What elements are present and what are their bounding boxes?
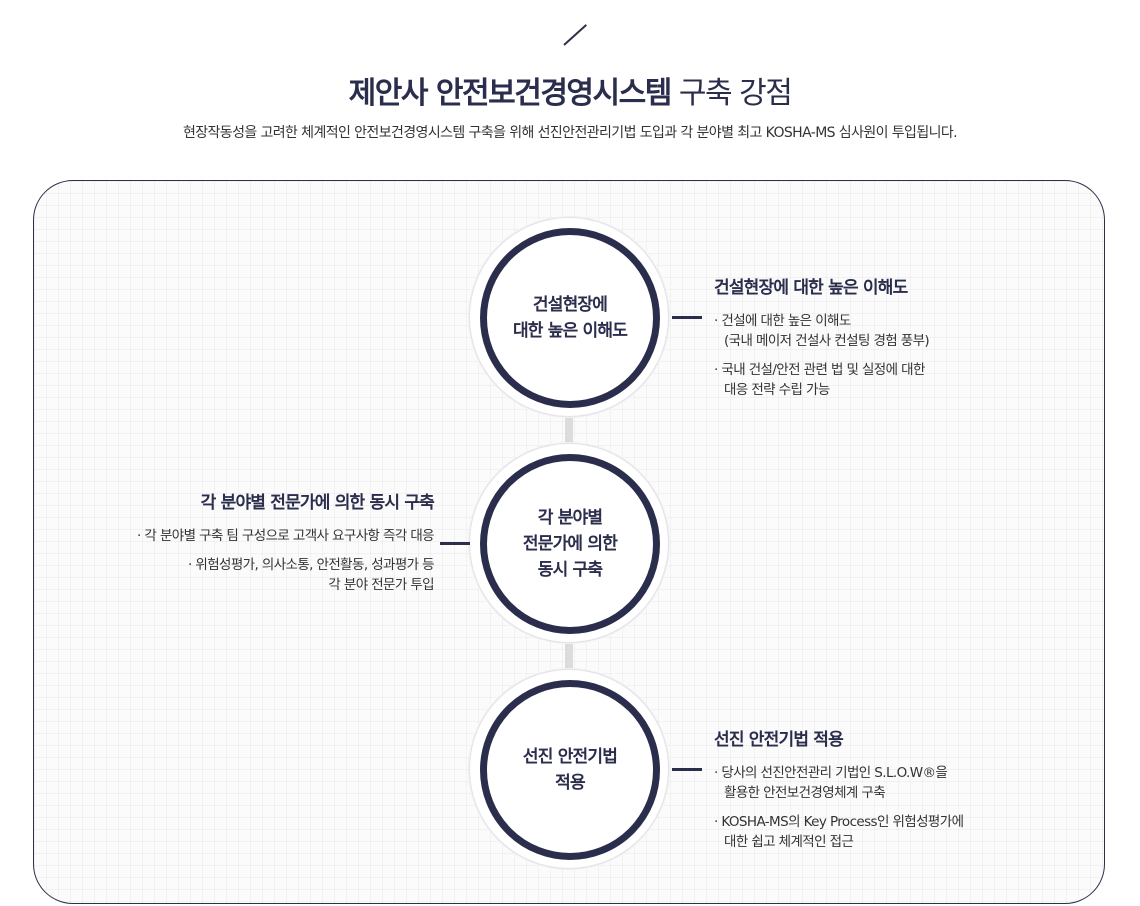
- node-site-understanding: 건설현장에 대한 높은 이해도: [469, 217, 669, 417]
- connector-left-2: [440, 542, 470, 545]
- detail-item: · 각 분야별 구축 팀 구성으로 고객사 요구사항 즉각 대응: [137, 528, 435, 544]
- detail-item: · 국내 건설/안전 관련 법 및 실정에 대한 대응 전략 수립 가능: [714, 362, 925, 398]
- node-advanced-safety: 선진 안전기법 적용: [469, 669, 669, 869]
- detail-block-expert-build: 각 분야별 전문가에 의한 동시 구축 · 각 분야별 구축 팀 구성으로 고객…: [70, 492, 435, 604]
- detail-block-site-understanding: 건설현장에 대한 높은 이해도 · 건설에 대한 높은 이해도 (국내 메이저 …: [714, 277, 1014, 409]
- detail-heading: 선진 안전기법 적용: [714, 730, 844, 750]
- detail-item: · 당사의 선진안전관리 기법인 S.L.O.W®을 활용한 안전보건경영체계 …: [714, 765, 948, 801]
- detail-item: · 위험성평가, 의사소통, 안전활동, 성과평가 등 각 분야 전문가 투입: [188, 557, 435, 593]
- page-subtitle: 현장작동성을 고려한 체계적인 안전보건경영시스템 구축을 위해 선진안전관리기…: [182, 125, 958, 141]
- detail-item: · KOSHA-MS의 Key Process인 위험성평가에 대한 쉽고 체계…: [714, 814, 964, 850]
- detail-list: · 각 분야별 구축 팀 구성으로 고객사 요구사항 즉각 대응 · 위험성평가…: [70, 526, 435, 595]
- detail-item: · 건설에 대한 높은 이해도 (국내 메이저 건설사 컨설팅 경험 풍부): [714, 313, 930, 349]
- connector-right-1: [672, 316, 702, 319]
- decorative-slash: [563, 24, 587, 46]
- detail-heading: 각 분야별 전문가에 의한 동시 구축: [200, 493, 435, 513]
- detail-list: · 건설에 대한 높은 이해도 (국내 메이저 건설사 컨설팅 경험 풍부) ·…: [714, 311, 1014, 400]
- node-label: 각 분야별 전문가에 의한 동시 구축: [522, 508, 618, 580]
- detail-heading: 건설현장에 대한 높은 이해도: [714, 278, 908, 298]
- connector-right-3: [672, 768, 702, 771]
- node-expert-build: 각 분야별 전문가에 의한 동시 구축: [469, 443, 669, 643]
- node-ring: 각 분야별 전문가에 의한 동시 구축: [480, 454, 660, 634]
- detail-block-advanced-safety: 선진 안전기법 적용 · 당사의 선진안전관리 기법인 S.L.O.W®을 활용…: [714, 729, 1034, 861]
- node-label: 선진 안전기법 적용: [522, 747, 618, 793]
- node-ring: 건설현장에 대한 높은 이해도: [480, 228, 660, 408]
- node-label: 건설현장에 대한 높은 이해도: [512, 295, 628, 341]
- node-ring: 선진 안전기법 적용: [480, 680, 660, 860]
- title-light: 구축 강점: [678, 76, 793, 111]
- page-title: 제안사 안전보건경영시스템 구축 강점: [0, 74, 1140, 114]
- detail-list: · 당사의 선진안전관리 기법인 S.L.O.W®을 활용한 안전보건경영체계 …: [714, 763, 1034, 852]
- title-bold: 제안사 안전보건경영시스템: [348, 76, 673, 111]
